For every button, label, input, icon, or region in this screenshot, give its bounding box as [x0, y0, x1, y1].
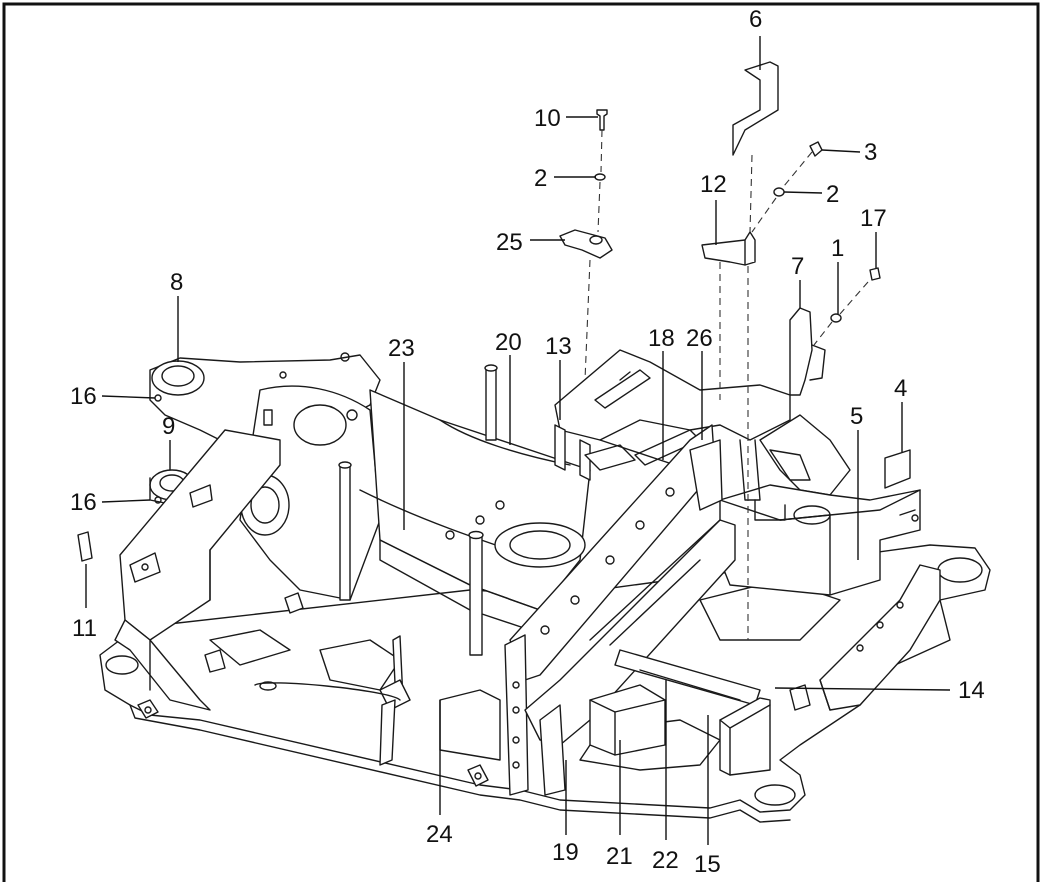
leader-lines — [85, 36, 951, 845]
label-26: 26 — [686, 325, 713, 352]
label-16-bottom: 16 — [70, 489, 97, 516]
bracket-7 — [759, 307, 851, 496]
label-11: 11 — [72, 615, 97, 642]
label-1: 1 — [831, 235, 844, 262]
label-21: 21 — [606, 843, 633, 870]
label-22: 22 — [652, 847, 679, 874]
front-upright-rails — [504, 424, 761, 796]
lower-components — [589, 649, 771, 776]
label-20: 20 — [495, 329, 522, 356]
label-15: 15 — [694, 851, 721, 878]
label-2-left: 2 — [534, 165, 547, 192]
label-23: 23 — [388, 335, 415, 362]
pin-11 — [77, 531, 93, 562]
label-17: 17 — [860, 205, 887, 232]
washer-2-left — [594, 173, 606, 181]
washer-1 — [830, 313, 842, 323]
callout-labels: 6 10 3 2 2 12 17 25 1 7 8 23 20 13 18 26… — [70, 6, 985, 878]
label-4: 4 — [894, 375, 907, 402]
pad-4 — [884, 449, 911, 489]
bolt-17 — [869, 267, 881, 281]
label-8: 8 — [170, 269, 183, 296]
vertical-posts — [263, 364, 498, 766]
screw-3 — [809, 141, 823, 157]
label-19: 19 — [552, 839, 579, 866]
label-6: 6 — [749, 6, 762, 33]
top-bracket-assembly — [554, 349, 791, 481]
label-5: 5 — [850, 403, 863, 430]
bracket-12 — [701, 231, 756, 266]
label-7: 7 — [791, 253, 804, 280]
side-rail-14 — [789, 564, 941, 711]
mounting-tabs — [137, 592, 489, 787]
label-25: 25 — [496, 229, 523, 256]
label-24: 24 — [426, 821, 453, 848]
clamp-25 — [559, 229, 613, 259]
label-18: 18 — [648, 325, 675, 352]
label-14: 14 — [958, 677, 985, 704]
washer-2-right — [773, 187, 785, 197]
label-10: 10 — [534, 105, 561, 132]
assembly-dash-lines — [584, 129, 869, 640]
label-12: 12 — [700, 171, 727, 198]
exploded-parts — [559, 61, 911, 489]
left-upright-frame — [77, 429, 281, 711]
label-16-top: 16 — [70, 383, 97, 410]
bolt-10 — [596, 109, 608, 131]
label-3: 3 — [864, 139, 877, 166]
rear-block-5 — [719, 484, 921, 596]
label-13: 13 — [545, 333, 572, 360]
label-9: 9 — [162, 413, 175, 440]
plate-6 — [732, 61, 779, 156]
label-2-right: 2 — [826, 181, 839, 208]
